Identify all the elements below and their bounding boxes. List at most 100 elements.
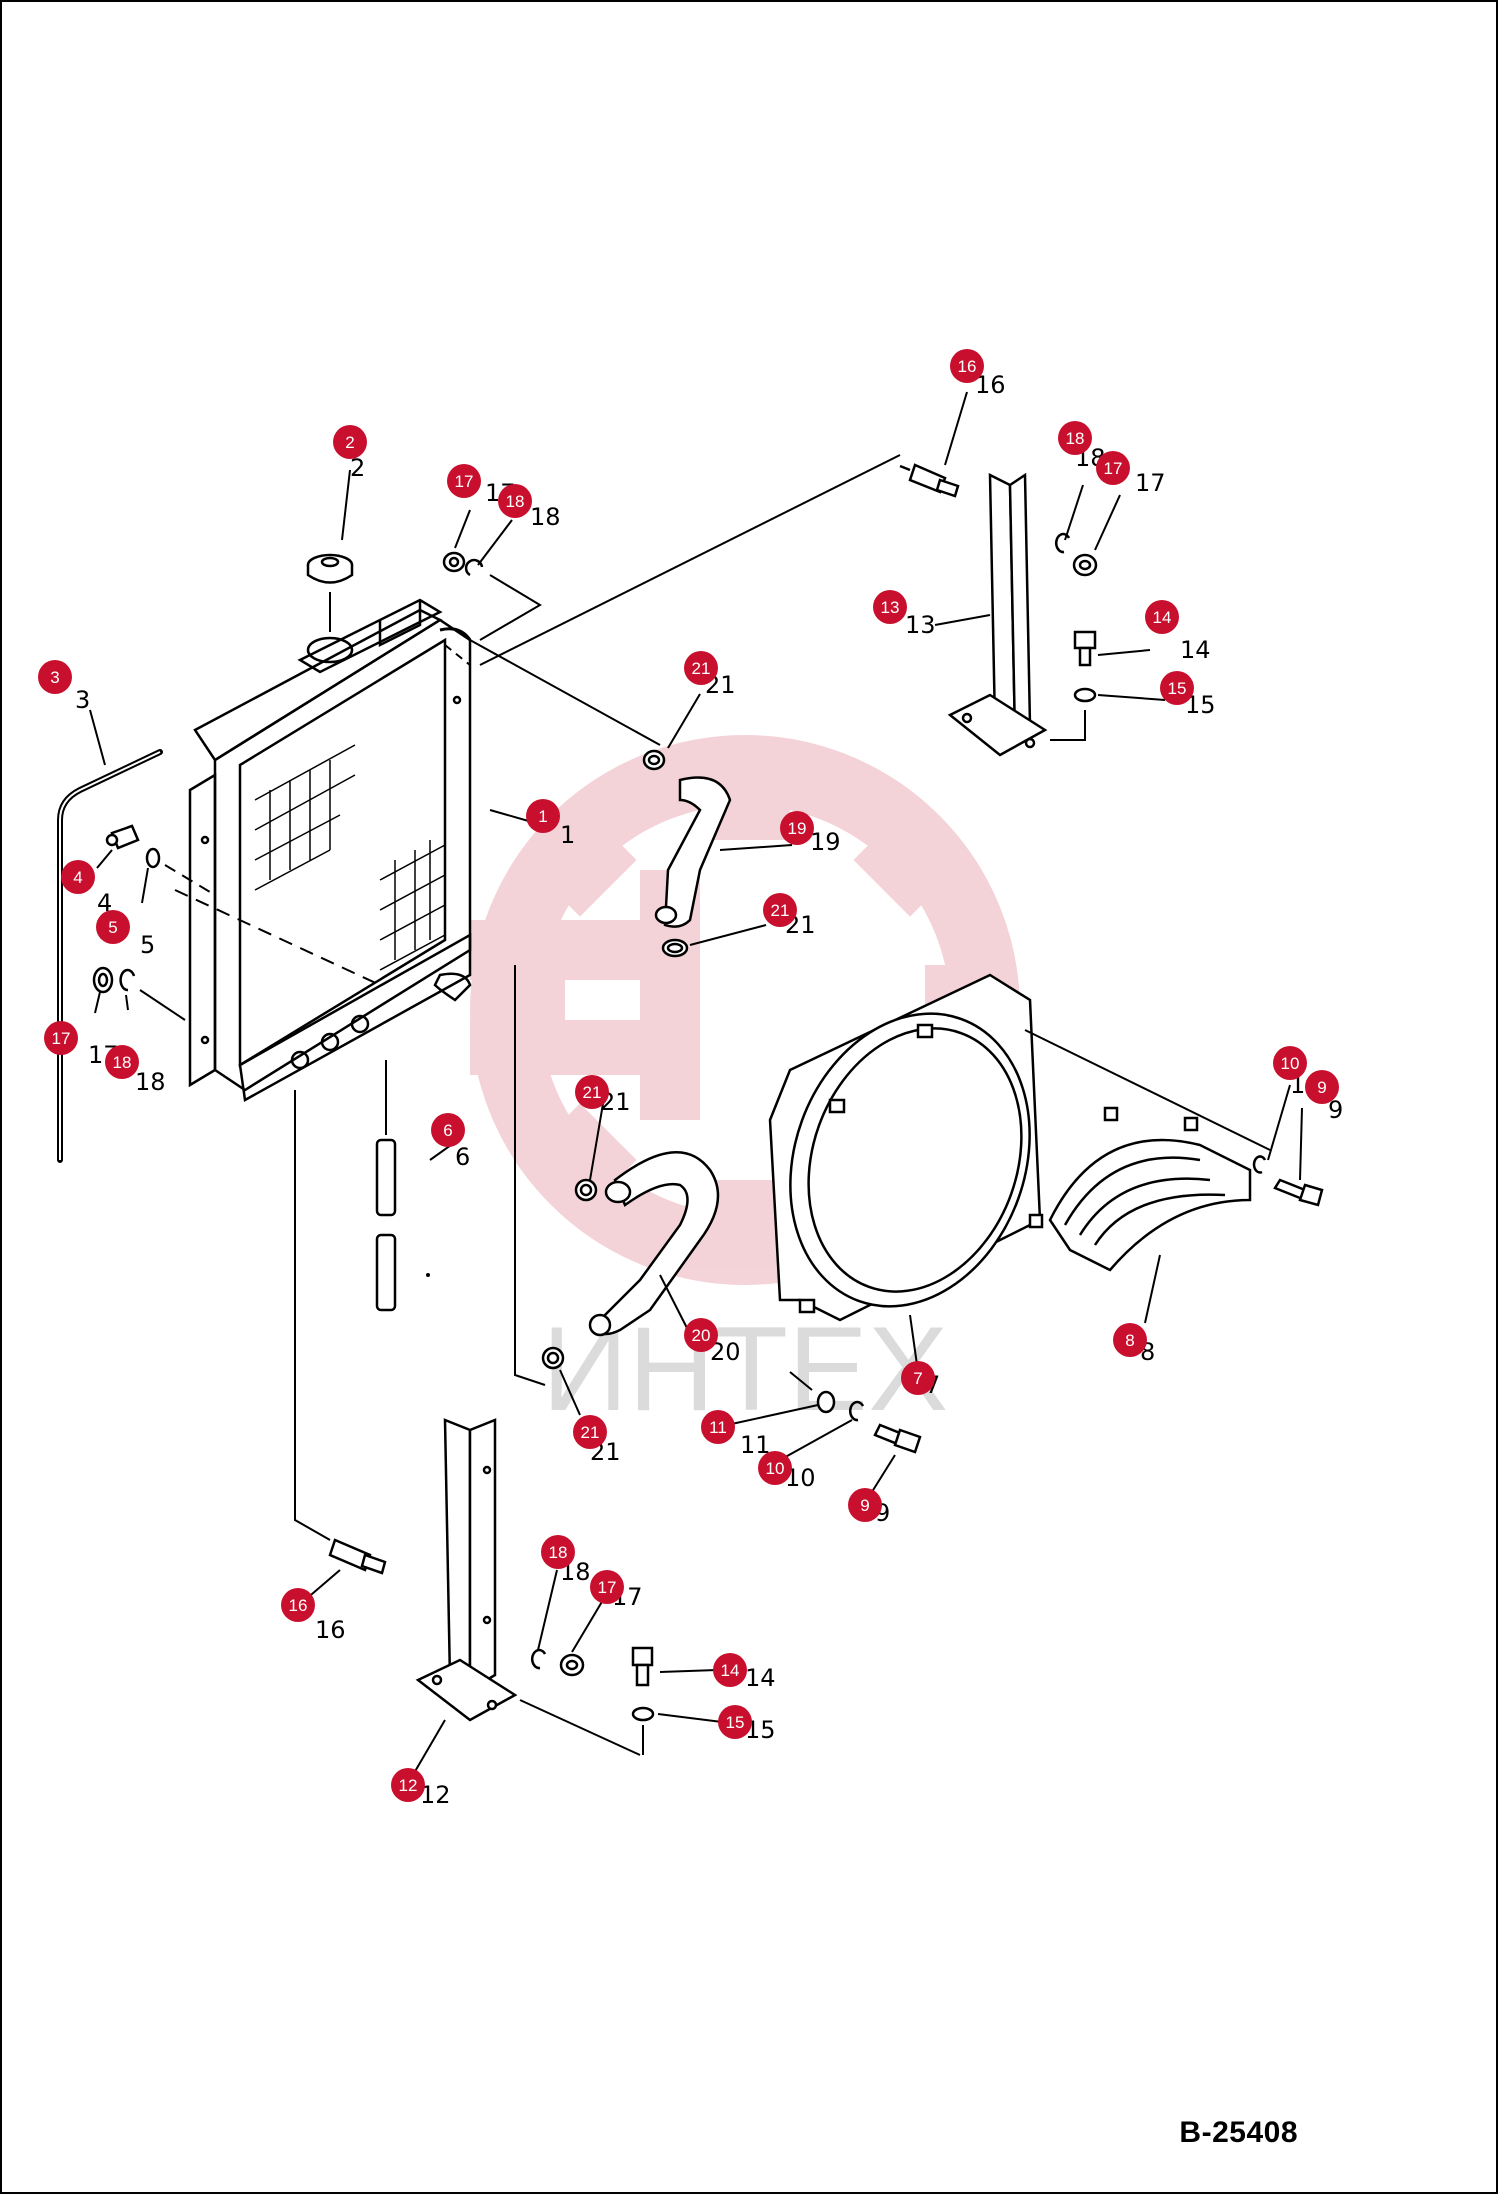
callout-c8: 8 (1113, 1323, 1147, 1357)
callout-c18d: 18 (541, 1535, 575, 1569)
part-number-c4: 4 (97, 889, 112, 917)
callout-c13: 13 (873, 590, 907, 624)
callout-circle (498, 484, 532, 518)
washer-lower-stay-15 (631, 1706, 655, 1722)
callout-circle (1113, 1323, 1147, 1357)
callout-c12: 12 (391, 1768, 425, 1802)
callout-circle (1096, 451, 1130, 485)
part-number-c14b: 14 (745, 1664, 776, 1692)
callout-circle (391, 1768, 425, 1802)
part-number-c5: 5 (140, 931, 155, 959)
callout-c4: 4 (61, 860, 95, 894)
callout-c1: 1 (526, 799, 560, 833)
callout-label: 10 (766, 1459, 785, 1478)
callout-label: 5 (108, 918, 117, 937)
callout-c14b: 14 (713, 1653, 747, 1687)
callout-label: 21 (583, 1083, 602, 1102)
callout-label: 3 (50, 668, 59, 687)
callout-circle (1058, 421, 1092, 455)
callout-circle (873, 590, 907, 624)
callout-c2: 2 (333, 425, 367, 459)
callout-label: 17 (52, 1029, 71, 1048)
nut-upper-right (1072, 553, 1098, 577)
part-number-c1: 1 (560, 821, 575, 849)
callout-label: 18 (1066, 429, 1085, 448)
bolt-lower-stay (631, 1646, 654, 1687)
callout-label: 17 (455, 472, 474, 491)
callout-c9a: 9 (1305, 1070, 1339, 1104)
part-number-c6: 6 (455, 1143, 470, 1171)
callout-c10b: 10 (758, 1451, 792, 1485)
callout-label: 4 (73, 868, 82, 887)
bolt-lower (873, 1423, 922, 1454)
drawing-code: B-25408 (1179, 2116, 1298, 2149)
nut-left (92, 966, 114, 994)
callout-circle (575, 1075, 609, 1109)
callout-label: 20 (692, 1326, 711, 1345)
part-number-c16b: 16 (315, 1616, 346, 1644)
callout-label: 15 (726, 1713, 745, 1732)
callout-c16b: 16 (281, 1588, 315, 1622)
callout-c21d: 21 (573, 1415, 607, 1449)
callout-label: 13 (881, 598, 900, 617)
nut-top (442, 551, 466, 573)
callout-label: 9 (1317, 1078, 1326, 1097)
callout-c17a: 17 (447, 464, 481, 498)
radiator (188, 598, 472, 1102)
callout-label: 18 (506, 492, 525, 511)
callout-c17b: 17 (1096, 451, 1130, 485)
callout-label: 16 (958, 357, 977, 376)
callout-c11: 11 (701, 1410, 735, 1444)
callout-circle (758, 1451, 792, 1485)
callout-label: 15 (1168, 679, 1187, 698)
fan-guard (1028, 1106, 1252, 1272)
callout-label: 11 (709, 1418, 727, 1437)
callout-c20: 20 (684, 1318, 718, 1352)
hose-clamp-upper-2 (661, 938, 689, 958)
callout-c15a: 15 (1160, 671, 1194, 705)
hose-clamp-upper-1 (642, 749, 666, 771)
callout-label: 2 (345, 433, 354, 452)
callout-circle (61, 860, 95, 894)
callout-circle (701, 1410, 735, 1444)
callout-circle (96, 910, 130, 944)
upper-stay (947, 472, 1048, 757)
callout-circle (541, 1535, 575, 1569)
washer-lower (530, 1648, 547, 1670)
callout-c10a: 10 (1273, 1046, 1307, 1080)
callout-circle (1160, 671, 1194, 705)
callout-c7: 7 (901, 1361, 935, 1395)
callout-label: 9 (860, 1496, 869, 1515)
part-number-c3: 3 (75, 686, 90, 714)
callout-circle (431, 1113, 465, 1147)
callout-label: 14 (1153, 608, 1172, 627)
callout-label: 21 (581, 1423, 600, 1442)
callout-circle (763, 893, 797, 927)
callout-label: 17 (598, 1578, 617, 1597)
nut-lower (559, 1653, 585, 1677)
callout-label: 16 (289, 1596, 308, 1615)
callout-c6: 6 (431, 1113, 465, 1147)
radiator-cap (306, 553, 354, 584)
callout-label: 18 (113, 1053, 132, 1072)
washer-10-lower (848, 1400, 865, 1422)
callout-c21b: 21 (763, 893, 797, 927)
callout-circle (44, 1021, 78, 1055)
callout-label: 10 (1281, 1054, 1300, 1073)
callout-c17c: 17 (44, 1021, 78, 1055)
washer-11 (816, 1390, 836, 1414)
callout-c9b: 9 (848, 1488, 882, 1522)
callout-c18c: 18 (105, 1045, 139, 1079)
hose-clamp-lower-2 (541, 1346, 565, 1370)
bolt-right (1273, 1178, 1324, 1207)
callout-c17d: 17 (590, 1570, 624, 1604)
callout-circle (38, 660, 72, 694)
callout-c16a: 16 (950, 349, 984, 383)
part-number-c19: 19 (810, 828, 841, 856)
callout-c19: 19 (780, 811, 814, 845)
part-number-c14a: 14 (1180, 636, 1211, 664)
callout-circle (950, 349, 984, 383)
drain-cock (105, 824, 140, 850)
callout-circle (447, 464, 481, 498)
